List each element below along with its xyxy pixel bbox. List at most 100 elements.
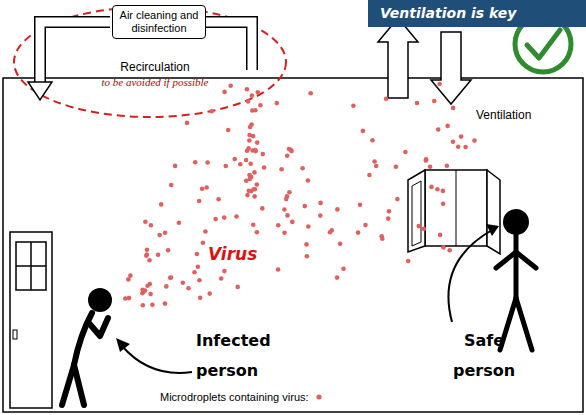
microdroplet — [192, 270, 197, 275]
microdroplet — [181, 281, 186, 286]
room-outline — [3, 78, 583, 412]
title-text: Ventilation is key — [368, 0, 586, 27]
microdroplet — [372, 159, 377, 164]
microdroplet — [287, 147, 292, 152]
microdroplet — [169, 183, 174, 188]
microdroplet — [141, 303, 146, 308]
microdroplet — [251, 223, 256, 228]
microdroplet — [219, 276, 224, 281]
microdroplet — [209, 109, 214, 114]
microdroplet — [330, 228, 335, 233]
microdroplet — [255, 140, 260, 145]
microdroplet — [234, 214, 239, 219]
microdroplet — [318, 201, 323, 206]
microdroplet — [226, 128, 231, 133]
microdroplet — [143, 219, 148, 224]
microdroplet — [249, 122, 254, 127]
microdroplet — [279, 167, 284, 172]
microdroplet — [422, 226, 427, 231]
microdroplet — [447, 248, 452, 253]
microdroplet — [149, 223, 154, 228]
microdroplet — [248, 177, 253, 182]
microdroplet — [196, 264, 201, 269]
microdroplet — [177, 220, 182, 225]
microdroplet — [361, 129, 366, 134]
microdroplet — [168, 276, 173, 281]
microdroplet — [247, 189, 252, 194]
microdroplet — [255, 230, 260, 235]
microdroplet — [379, 234, 384, 239]
microdroplet — [308, 91, 313, 96]
microdroplet — [195, 252, 200, 257]
microdroplet — [394, 164, 399, 169]
microdroplet — [441, 189, 446, 194]
microdroplet — [252, 170, 257, 175]
microdroplet — [200, 187, 205, 192]
microdroplet — [244, 158, 249, 163]
microdroplet — [252, 194, 257, 199]
microdroplet — [246, 99, 251, 104]
microdroplet — [300, 166, 305, 171]
microdroplet — [205, 160, 210, 165]
microdroplet — [159, 202, 164, 207]
microdroplet — [164, 284, 169, 289]
microdroplet — [235, 285, 240, 290]
microdroplet — [254, 182, 259, 187]
process-box: Air cleaning and disinfection — [112, 5, 206, 39]
microdroplet — [169, 275, 174, 280]
microdroplet — [384, 96, 389, 101]
microdroplet — [128, 273, 133, 278]
infected-person-figure — [62, 288, 112, 405]
microdroplet — [197, 199, 202, 204]
microdroplet — [247, 138, 252, 143]
person-label: Safe person — [444, 326, 524, 386]
microdroplet — [253, 148, 258, 153]
microdroplet — [255, 90, 260, 95]
microdroplet — [284, 197, 289, 202]
box-text: Air cleaning and disinfection — [113, 9, 205, 35]
microdroplet — [247, 173, 252, 178]
microdroplet — [261, 152, 266, 157]
microdroplet — [428, 164, 433, 169]
microdroplet — [163, 301, 168, 306]
microdroplet — [140, 288, 145, 293]
microdroplet — [222, 269, 227, 274]
ventilation-label: Ventilation — [476, 108, 556, 122]
microdroplet — [203, 229, 208, 234]
microdroplet — [406, 259, 411, 264]
microdroplet — [185, 121, 190, 126]
microdroplet — [150, 302, 155, 307]
microdroplet — [432, 99, 437, 104]
microdroplet — [222, 90, 227, 95]
microdroplet — [213, 217, 218, 222]
microdroplet — [335, 275, 340, 280]
microdroplet — [302, 204, 307, 209]
microdroplet — [285, 154, 290, 159]
title-banner: Ventilation is key — [368, 0, 586, 27]
microdroplet — [186, 286, 191, 291]
microdroplet — [451, 106, 456, 111]
microdroplet — [282, 207, 287, 212]
microdroplet — [163, 230, 168, 235]
microdroplet — [258, 103, 263, 108]
warning-note: to be avoided if possible — [90, 76, 220, 89]
microdroplet — [253, 149, 258, 154]
microdroplet — [238, 162, 243, 167]
microdroplet — [275, 101, 280, 106]
microdroplet — [123, 296, 128, 301]
exhaust-arrow — [378, 18, 418, 98]
microdroplet — [367, 173, 372, 178]
microdroplet — [335, 207, 340, 212]
microdroplet — [417, 224, 422, 229]
microdroplet — [386, 216, 391, 221]
microdroplet — [318, 213, 323, 218]
microdroplet — [306, 178, 311, 183]
microdroplet — [147, 258, 152, 263]
microdroplet — [148, 282, 153, 287]
recirculation-highlight — [14, 7, 286, 117]
microdroplet — [228, 84, 233, 89]
microdroplet — [374, 164, 379, 169]
microdroplet — [250, 93, 255, 98]
